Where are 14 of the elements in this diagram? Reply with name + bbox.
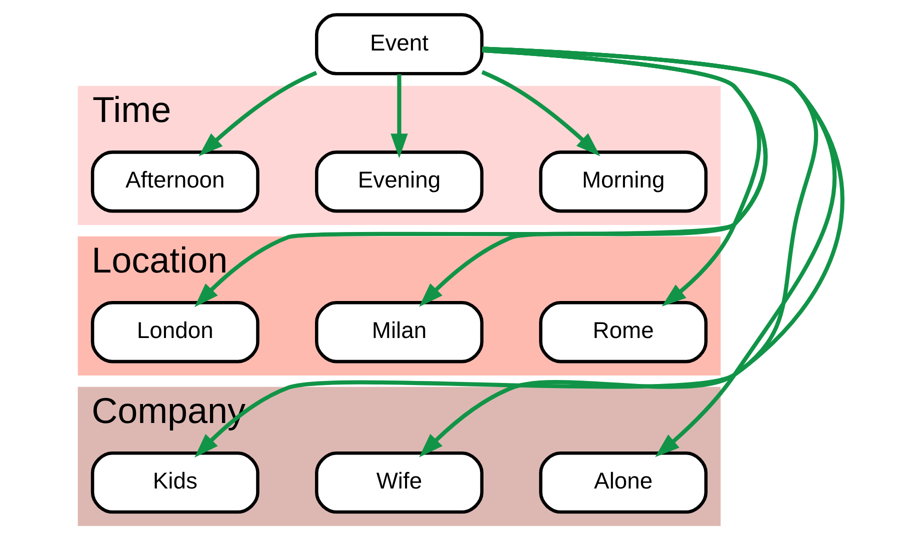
arrow (194, 46, 818, 458)
arrow (390, 74, 408, 158)
arrow (198, 70, 317, 156)
node-box: Milan (314, 301, 483, 364)
node-box: Evening (314, 150, 483, 213)
arrow (480, 70, 600, 156)
node-box: Kids (90, 452, 259, 514)
node-box: Wife (314, 452, 483, 514)
node-box: Morning (538, 150, 708, 213)
node-box: Rome (538, 301, 708, 364)
node-box: Afternoon (90, 150, 259, 213)
node-box: Event (314, 13, 483, 76)
node-box: London (90, 301, 259, 364)
node-box: Alone (538, 452, 708, 514)
